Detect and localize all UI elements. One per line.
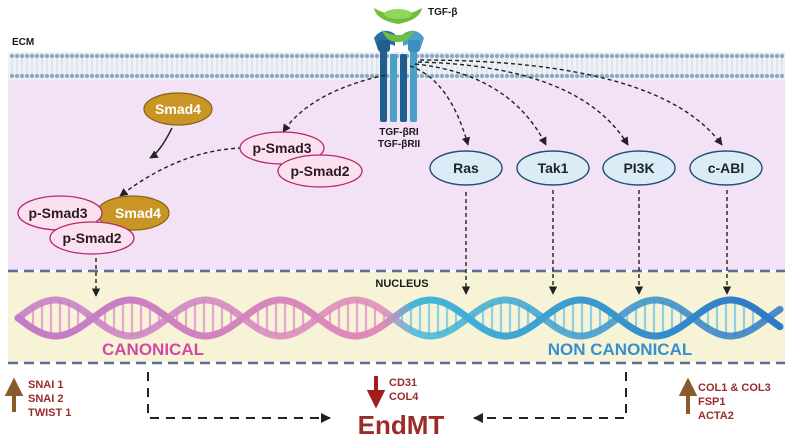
signaling-arrows [91, 59, 732, 297]
up-arrow-icon [678, 377, 698, 414]
tgf-beta-receptor-icon [374, 30, 424, 122]
center-downregulated-genes: CD31 COL4 [366, 376, 419, 409]
gene-cd31: CD31 [389, 377, 417, 389]
complex-p-smad2-label: p-Smad2 [62, 230, 121, 246]
tak1-label: Tak1 [538, 160, 569, 176]
ecm-label: ECM [12, 37, 34, 48]
smad4-label: Smad4 [155, 101, 201, 117]
left-upregulated-genes: SNAI 1 SNAI 2 TWIST 1 [4, 377, 71, 419]
endmt-arrows [147, 372, 627, 423]
p-smad3-label: p-Smad3 [252, 140, 311, 156]
endmt-label: EndMT [358, 410, 445, 440]
node-tak1: Tak1 [516, 150, 590, 186]
gene-snai2: SNAI 2 [28, 393, 63, 405]
gene-twist1: TWIST 1 [28, 407, 71, 419]
tgf-beta-label: TGF-β [428, 7, 457, 18]
canonical-label: CANONICAL [102, 340, 204, 359]
tgf-beta-ligand-icon [374, 8, 422, 42]
node-smad4: Smad4 [143, 92, 213, 126]
gene-fsp1: FSP1 [698, 396, 726, 408]
node-p-smad2: p-Smad2 [277, 154, 363, 188]
gene-acta2: ACTA2 [698, 410, 734, 422]
gene-col1-col3: COL1 & COL3 [698, 382, 771, 394]
nucleus-label: NUCLEUS [375, 278, 428, 290]
down-arrow-icon [366, 376, 386, 409]
node-ras: Ras [429, 150, 503, 186]
gene-snai1: SNAI 1 [28, 379, 63, 391]
node-smad-complex: p-Smad3 Smad4 p-Smad2 [17, 195, 170, 255]
tgf-beta-ri-label: TGF-βRI [379, 127, 419, 138]
pi3k-label: PI3K [623, 160, 654, 176]
p-smad2-label: p-Smad2 [290, 163, 349, 179]
node-pi3k: PI3K [602, 150, 676, 186]
non-canonical-label: NON CANONICAL [548, 340, 693, 359]
complex-smad4-label: Smad4 [115, 205, 161, 221]
gene-col4: COL4 [389, 391, 419, 403]
node-c-abl: c-ABl [689, 150, 763, 186]
ras-label: Ras [453, 160, 479, 176]
complex-p-smad3-label: p-Smad3 [28, 205, 87, 221]
c-abl-label: c-ABl [708, 160, 745, 176]
up-arrow-icon [4, 377, 24, 412]
right-upregulated-genes: COL1 & COL3 FSP1 ACTA2 [678, 377, 771, 422]
dna-helix [14, 296, 784, 340]
tgf-beta-rii-label: TGF-βRII [378, 139, 420, 150]
